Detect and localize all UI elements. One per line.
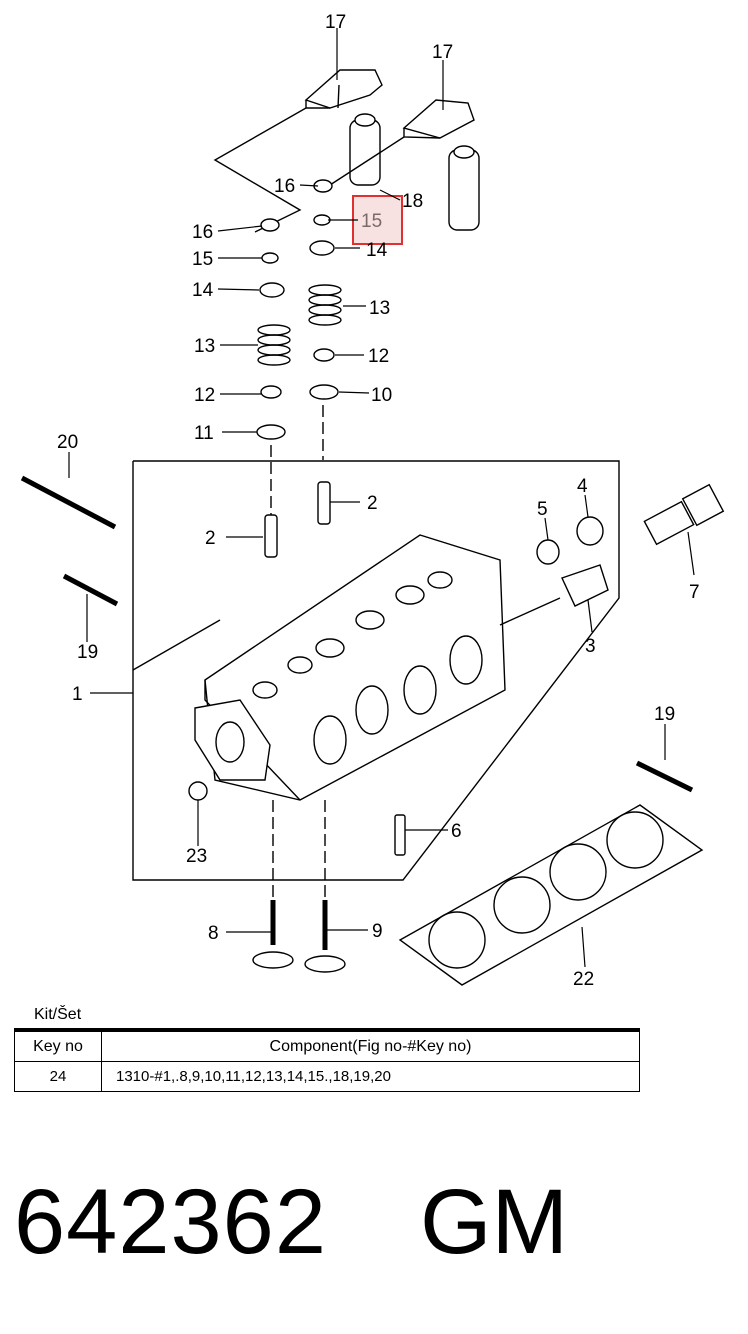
rocker-arm-right — [402, 99, 475, 139]
callout-12-left: 12 — [194, 385, 215, 406]
callout-3: 3 — [585, 636, 596, 657]
callout-10: 10 — [371, 385, 392, 406]
callout-7: 7 — [689, 582, 700, 603]
column-header-component: Component(Fig no-#Key no) — [101, 1029, 640, 1062]
callout-2-right: 2 — [367, 493, 378, 514]
kit-caption: Kit/Šet — [34, 1006, 82, 1023]
assembly-frame — [132, 460, 620, 881]
cylinder-head — [194, 534, 506, 801]
callout-23: 23 — [186, 846, 207, 867]
hydraulic-lifter-left — [349, 113, 381, 186]
callout-17-right: 17 — [432, 42, 453, 63]
stud-19-left — [62, 573, 119, 607]
callout-15-left: 15 — [192, 249, 213, 270]
key-no-cell: 24 — [14, 1061, 102, 1092]
valve-stack-right — [308, 179, 342, 460]
plug-5 — [536, 539, 560, 565]
callout-20: 20 — [57, 432, 78, 453]
callout-15-highlighted: 15 — [361, 211, 382, 232]
valve-intake-8 — [252, 900, 294, 969]
valve-guide-right — [317, 481, 331, 525]
callout-5: 5 — [537, 499, 548, 520]
callout-19-right: 19 — [654, 704, 675, 725]
callout-22: 22 — [573, 969, 594, 990]
seal-23 — [188, 781, 208, 801]
rocker-arm-left — [304, 69, 383, 109]
plug-4 — [576, 516, 604, 546]
valve-stack-left — [256, 218, 291, 515]
callout-9: 9 — [372, 921, 383, 942]
callout-2-left: 2 — [205, 528, 216, 549]
callout-4: 4 — [577, 476, 588, 497]
callout-16-right: 16 — [274, 176, 295, 197]
kit-table-header-row: Key no Component(Fig no-#Key no) — [14, 1029, 640, 1062]
callout-6: 6 — [451, 821, 462, 842]
part-number: 642362 — [14, 1171, 327, 1273]
valve-guide-left — [264, 514, 278, 558]
callout-13-right: 13 — [369, 298, 390, 319]
exploded-parts-diagram: 17 17 16 18 15 14 13 12 10 16 15 14 13 1… — [20, 12, 725, 990]
callout-14-right: 14 — [366, 240, 388, 261]
callout-14-left: 14 — [192, 280, 214, 301]
callout-12-right: 12 — [368, 346, 389, 367]
callout-1: 1 — [72, 684, 83, 705]
brand-name: GM — [420, 1171, 569, 1273]
stud-19-right — [635, 760, 694, 793]
callout-8: 8 — [208, 923, 219, 944]
housing-3 — [561, 564, 609, 607]
callout-11: 11 — [194, 423, 214, 444]
hydraulic-lifter-right — [448, 145, 480, 231]
table-row: 24 1310-#1,.8,9,10,11,12,13,14,15.,18,19… — [14, 1061, 640, 1092]
callout-13-left: 13 — [194, 336, 215, 357]
highlight-box — [352, 195, 403, 245]
temperature-sensor-7 — [643, 483, 725, 546]
dowel-pin-6 — [394, 814, 406, 856]
callout-19-left: 19 — [77, 642, 98, 663]
valve-exhaust-9 — [304, 900, 346, 973]
component-cell: 1310-#1,.8,9,10,11,12,13,14,15.,18,19,20 — [101, 1061, 640, 1092]
column-header-key-no: Key no — [14, 1029, 102, 1062]
head-gasket-22 — [398, 804, 704, 986]
kit-table: Key no Component(Fig no-#Key no) 24 1310… — [14, 1028, 640, 1092]
callout-16-left: 16 — [192, 222, 213, 243]
stud-20 — [20, 475, 117, 530]
callout-17-left: 17 — [325, 12, 346, 33]
callout-18: 18 — [402, 191, 423, 212]
